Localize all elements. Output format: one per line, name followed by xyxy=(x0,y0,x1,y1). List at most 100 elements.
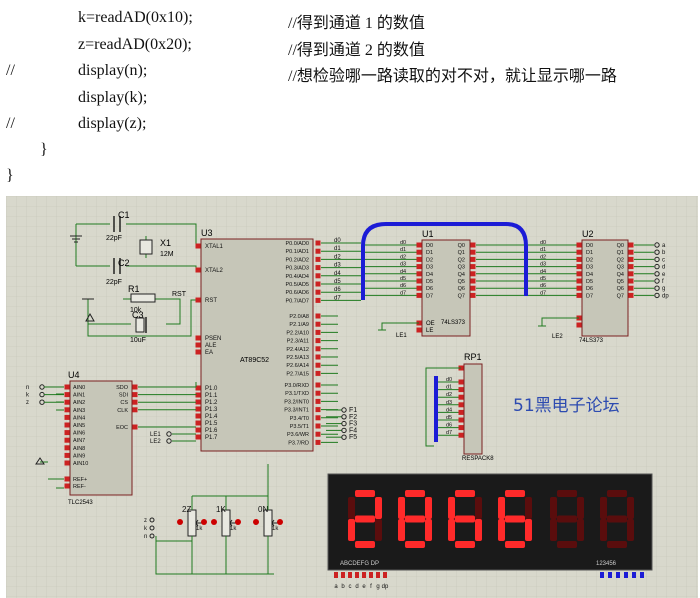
pin-marker xyxy=(64,460,70,466)
u4-pin-label: REF+ xyxy=(73,477,87,483)
pin-marker xyxy=(576,278,582,284)
chip-u4[interactable]: U4 TLC2543 xyxy=(68,370,133,506)
display-pin-label: g xyxy=(376,584,379,590)
digit-segment xyxy=(448,497,455,519)
segment-net-label: b xyxy=(662,250,666,256)
pot-value: 1k xyxy=(230,526,237,532)
pin-marker xyxy=(64,476,70,482)
digit-segment xyxy=(448,519,455,541)
display-pin-label: d xyxy=(355,584,358,590)
pin-marker xyxy=(64,445,70,451)
terminal xyxy=(654,256,660,263)
pin-marker xyxy=(632,572,636,578)
terminal xyxy=(654,263,660,270)
chip-u3[interactable]: U3 AT89C52 xyxy=(200,228,314,452)
u4-pin-label: SDI xyxy=(119,393,129,399)
u3-pin-label: EA xyxy=(205,350,213,356)
u4-pin-label: REF- xyxy=(73,484,86,490)
pin-marker xyxy=(628,271,634,277)
u3-pin-label: P3.1/TXD xyxy=(285,391,309,397)
u2-pin-label: D2 xyxy=(586,257,593,263)
ground-symbols xyxy=(70,235,95,322)
capacitor-c3[interactable]: C3 10uF xyxy=(130,310,147,344)
wire xyxy=(425,367,461,447)
u4-pin-label: AIN10 xyxy=(73,461,88,467)
terminal xyxy=(149,525,155,531)
chip-u2[interactable]: U2 74LS373 LE2 xyxy=(552,229,629,344)
pin-marker xyxy=(64,407,70,413)
digit-segment xyxy=(525,497,532,519)
pin-marker xyxy=(315,382,321,388)
digit-segment xyxy=(355,515,375,523)
u3-pin-label: P0.3/AD3 xyxy=(285,266,309,272)
pin-marker xyxy=(195,434,201,440)
crystal-x1[interactable]: X1 12M xyxy=(139,238,174,258)
resistor-r1[interactable]: R1 10k RST xyxy=(128,284,187,314)
x1-label: X1 xyxy=(160,238,171,248)
pin-marker xyxy=(416,264,422,270)
terminal xyxy=(166,438,172,444)
u3-pin-label: PSEN xyxy=(205,336,221,342)
u4-pin-label: CLK xyxy=(117,408,128,414)
pin-marker xyxy=(315,407,321,413)
u1-pin-label: Q0 xyxy=(458,243,465,249)
pin-marker xyxy=(470,271,476,277)
respack-rp1[interactable]: RP1 RESPACK8 xyxy=(434,352,494,462)
pin-marker xyxy=(64,384,70,390)
u3-pin-label: XTAL2 xyxy=(205,268,224,274)
u1-le: LE xyxy=(426,328,433,334)
u4-pin-label: AIN7 xyxy=(73,438,85,444)
display-pin-label: b xyxy=(341,584,345,590)
bus-net-label: d2 xyxy=(334,254,341,260)
u2-pin-label: Q7 xyxy=(617,293,624,299)
bus-net-label: d5 xyxy=(446,415,452,421)
pot-net-label: k xyxy=(144,526,148,532)
segment-net-label: d xyxy=(662,265,665,271)
bus-net-label: d4 xyxy=(540,269,546,275)
u2-pin-label: D0 xyxy=(586,243,593,249)
terminal xyxy=(341,407,347,413)
u2-pin-label: Q0 xyxy=(617,243,624,249)
capacitor-c1[interactable]: C1 22pF xyxy=(106,210,130,242)
pin-marker xyxy=(458,402,464,408)
bus-net-label: d7 xyxy=(446,430,452,436)
u3-pin-label: P2.5/A13 xyxy=(286,355,309,361)
pin-marker xyxy=(348,572,352,578)
seven-segment-display[interactable]: ABCDEFG DP 123456 xyxy=(327,473,653,571)
terminal xyxy=(654,285,660,291)
u4-pin-label: AIN4 xyxy=(73,415,85,421)
c3-label: C3 xyxy=(132,310,144,320)
digit-segment xyxy=(455,515,475,523)
bus-net-label: d2 xyxy=(400,254,406,260)
pin-marker xyxy=(315,431,321,437)
u1-pin-label: D1 xyxy=(426,250,433,256)
u3-pin-label: P3.4/T0 xyxy=(290,416,309,422)
pin-marker xyxy=(576,322,582,328)
u1-ref: U1 xyxy=(422,229,434,239)
bus-net-label: d6 xyxy=(446,423,452,429)
u1-pin-label: D7 xyxy=(426,293,433,299)
f-net-label: F5 xyxy=(349,434,357,441)
code-brace: } xyxy=(6,167,14,184)
schematic-canvas[interactable]: C1 22pF C2 22pF X1 12M R1 10k RST C3 10u… xyxy=(6,196,698,598)
schematic-svg[interactable]: C1 22pF C2 22pF X1 12M R1 10k RST C3 10u… xyxy=(6,196,698,598)
f-net-label: F4 xyxy=(349,427,357,434)
pin-marker xyxy=(376,572,380,578)
digit-segment xyxy=(550,497,557,519)
segment-net-label: a xyxy=(662,243,666,249)
bus-net-label: d6 xyxy=(400,283,406,289)
chip-u1[interactable]: U1 OE LE 74LS373 LE1 xyxy=(396,229,471,339)
u3-pin-label: P1.0 xyxy=(205,386,218,392)
u1-pin-label: D5 xyxy=(426,279,433,285)
c2-value: 22pF xyxy=(106,279,122,286)
digit-segment xyxy=(475,519,482,541)
capacitor-c2[interactable]: C2 22pF xyxy=(106,258,130,286)
u3-pin-label: P3.5/T1 xyxy=(290,424,309,430)
c2-label: C2 xyxy=(118,258,130,268)
terminal xyxy=(654,292,660,299)
u3-pin-label: P3.6/WR xyxy=(287,432,309,438)
bus-net-label: d5 xyxy=(540,276,546,282)
u3-pin-label: XTAL1 xyxy=(205,244,224,250)
digit-segment xyxy=(375,497,382,519)
